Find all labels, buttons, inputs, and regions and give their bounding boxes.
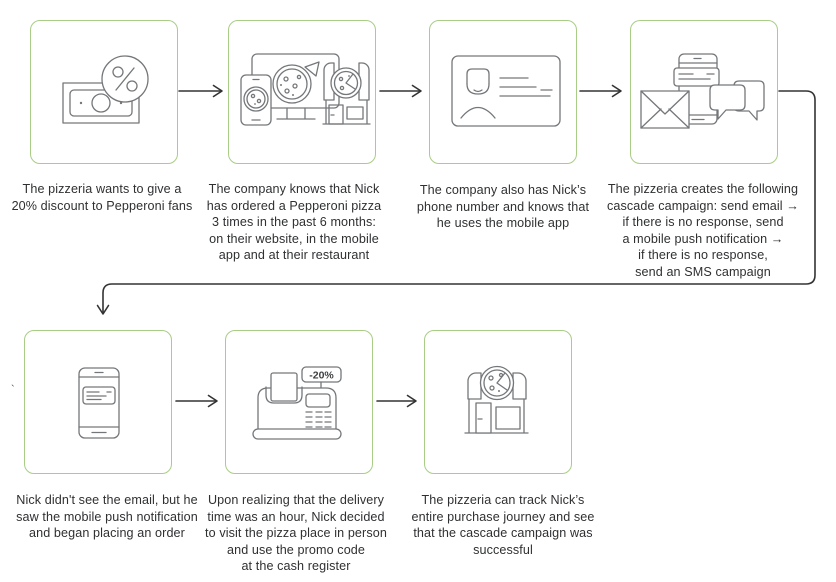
step-box-5 — [24, 330, 172, 474]
step-caption-4: The pizzeria creates the following casca… — [606, 182, 799, 279]
flow-arrow-step6-step7 — [376, 394, 417, 408]
pizzeria-storefront-icon — [464, 365, 529, 434]
step-box-4 — [630, 20, 778, 164]
promo-sign-label: -20% — [309, 370, 334, 382]
step-caption-7: The pizzeria can track Nick’s entire pur… — [411, 493, 595, 557]
flow-arrow-step5-step6 — [175, 394, 218, 408]
step-box-6: -20% — [225, 330, 373, 474]
step-caption-3: The company also has Nick’s phone number… — [416, 183, 590, 230]
flow-arrow-step1-step2 — [178, 84, 223, 98]
stray-mark: ` — [11, 384, 15, 396]
step-caption-6: Upon realizing that the delivery time wa… — [205, 493, 387, 573]
discount-money-icon — [62, 55, 149, 124]
step-caption-2: The company knows that Nick has ordered … — [206, 182, 382, 262]
step-box-7 — [424, 330, 572, 474]
flow-arrow-step3-step4 — [579, 84, 622, 98]
flow-arrow-step2-step3 — [379, 84, 422, 98]
step-caption-5: Nick didn't see the email, but he saw th… — [16, 493, 198, 540]
cash-register-icon: -20% — [252, 366, 342, 440]
push-notification-phone-icon — [78, 367, 120, 439]
step-box-3 — [429, 20, 577, 164]
multichannel-orders-icon — [240, 53, 371, 126]
customer-id-card-icon — [451, 55, 561, 127]
step-box-2 — [228, 20, 376, 164]
cascade-channels-icon — [640, 53, 765, 129]
step-box-1 — [30, 20, 178, 164]
